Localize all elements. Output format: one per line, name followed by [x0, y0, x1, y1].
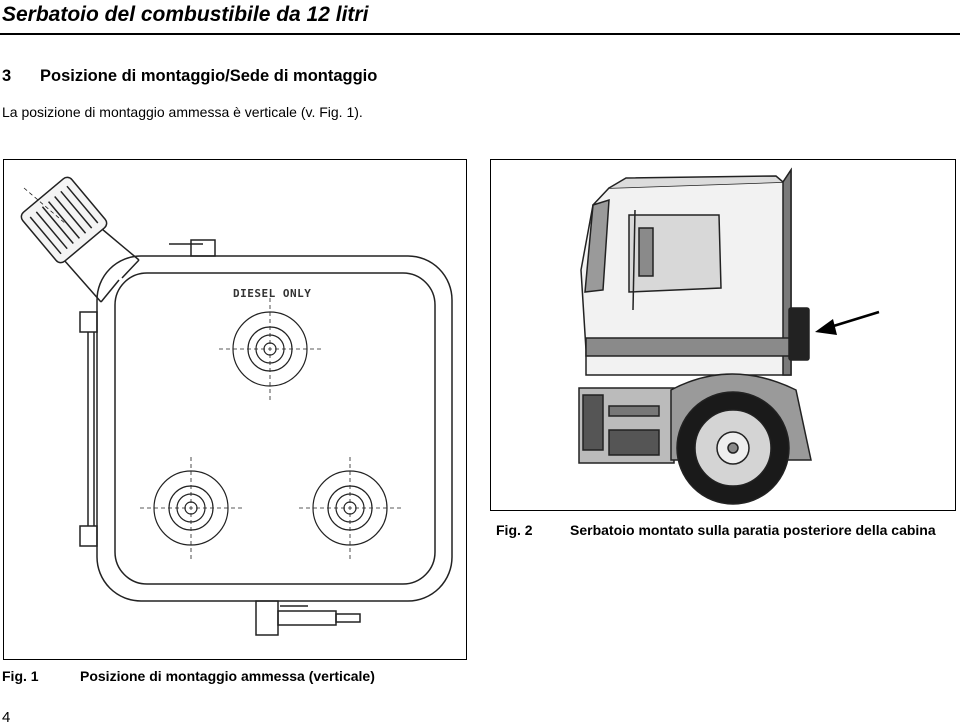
section-number: 3 [2, 67, 12, 85]
section-heading: 3 Posizione di montaggio/Sede di montaggi… [2, 66, 377, 86]
figure-2-frame [490, 159, 956, 511]
body-paragraph: La posizione di montaggio ammessa è vert… [2, 104, 363, 120]
section-title: Posizione di montaggio/Sede di montaggio [40, 67, 378, 85]
header-rule [0, 33, 960, 35]
truck-cab-drawing [578, 167, 880, 505]
page-number: 4 [2, 709, 11, 726]
figure-1-caption-text: Posizione di montaggio ammessa (vertical… [80, 668, 375, 684]
figure-1-frame: DIESEL ONLY [3, 159, 467, 660]
figure-2-caption-text: Serbatoio montato sulla paratia posterio… [570, 522, 936, 538]
document-title: Serbatoio del combustibile da 12 litri [2, 3, 369, 26]
tank-label: DIESEL ONLY [233, 287, 312, 300]
fuel-tank-drawing [20, 176, 453, 636]
figure-1-caption-label: Fig. 1 [2, 668, 39, 684]
figure-2-caption-label: Fig. 2 [496, 522, 533, 538]
